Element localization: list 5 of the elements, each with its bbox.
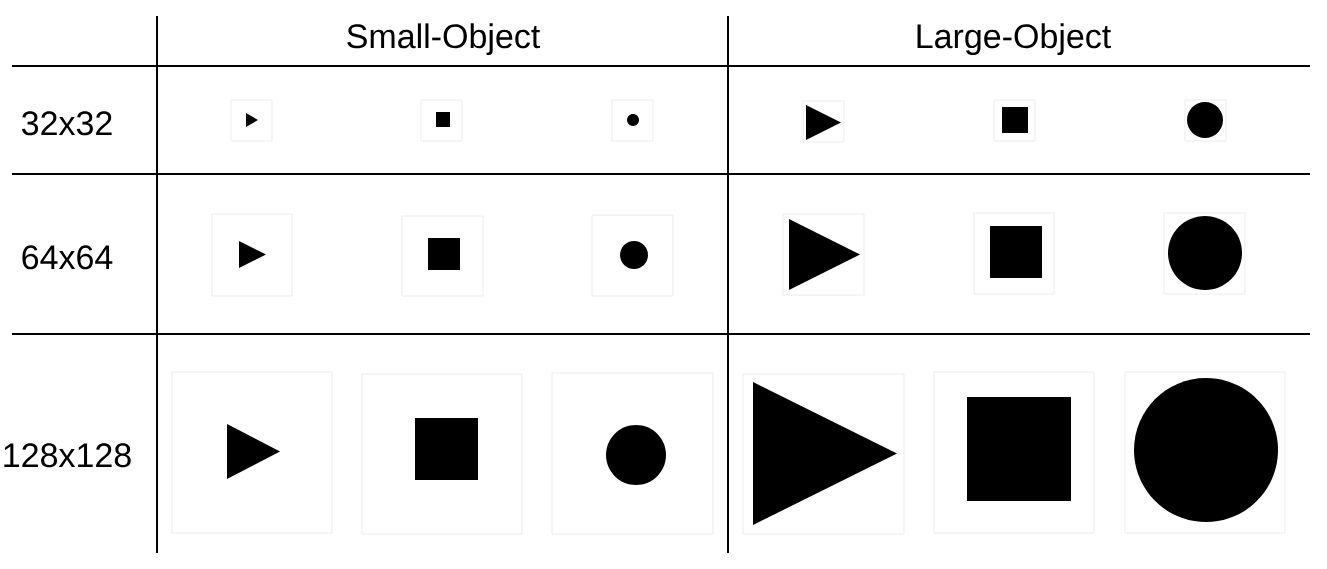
column-header: Small-Object	[347, 23, 541, 56]
column-header: Large-Object	[917, 23, 1111, 56]
row-header: 32x32	[22, 111, 112, 136]
row-header: 64x64	[22, 245, 113, 270]
row-header: 128x128	[4, 443, 131, 468]
